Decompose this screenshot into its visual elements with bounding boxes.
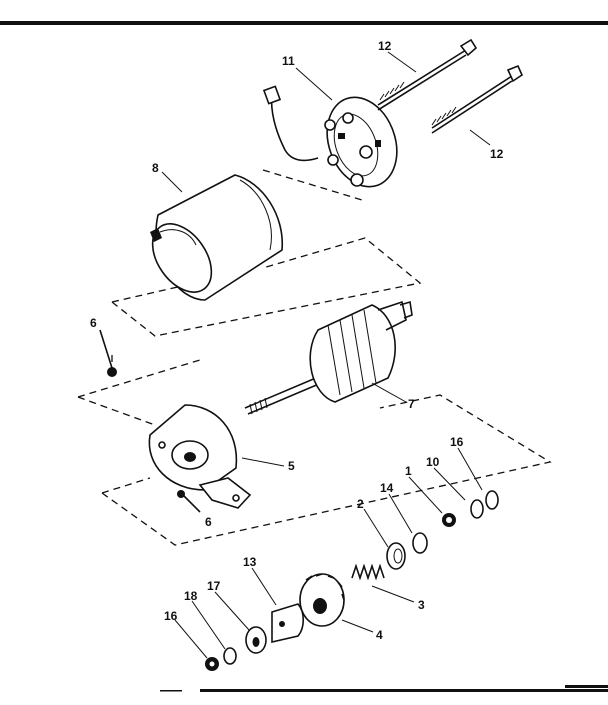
callout-16-right: 16 (450, 435, 464, 449)
screw-6-lower (177, 490, 201, 513)
callout-2: 2 (357, 497, 364, 511)
spacer-17 (245, 626, 267, 654)
callout-6-upper: 6 (90, 316, 97, 330)
callout-11: 11 (282, 54, 295, 68)
end-cap-assembly (262, 85, 398, 188)
spring-3 (351, 563, 385, 581)
callout-8: 8 (152, 161, 159, 175)
callout-5: 5 (288, 459, 295, 473)
border-rules (0, 21, 608, 692)
leader-lines (161, 51, 491, 659)
callout-4: 4 (376, 628, 383, 642)
screw-6-upper (99, 329, 117, 377)
callout-6-lower: 6 (205, 515, 212, 529)
drive-end-housing (148, 404, 252, 509)
callout-7: 7 (408, 397, 415, 411)
callout-3: 3 (418, 598, 425, 612)
callout-10: 10 (426, 455, 440, 469)
callout-12-upper: 12 (378, 39, 392, 53)
callout-18: 18 (184, 589, 198, 603)
sleeve-13 (271, 603, 305, 644)
through-bolts (377, 38, 524, 134)
callout-17: 17 (207, 579, 221, 593)
callout-16-left: 16 (164, 609, 178, 623)
washer-18 (223, 647, 237, 665)
callout-14: 14 (380, 481, 394, 495)
stop-collar-2 (386, 542, 406, 570)
callout-12-lower: 12 (490, 147, 504, 161)
washer-10 (470, 499, 484, 519)
callout-labels: 12 11 12 8 6 7 5 6 16 10 1 14 2 3 13 4 1… (90, 39, 504, 642)
pinion-gear-4 (299, 573, 345, 627)
callout-13: 13 (243, 555, 257, 569)
washer-14 (412, 532, 428, 554)
frame-housing (150, 174, 283, 301)
callout-1: 1 (405, 464, 412, 478)
washer-16-right (485, 490, 499, 510)
nut-16-left (205, 657, 219, 671)
armature (244, 300, 413, 415)
assembly-guide-lines (77, 169, 552, 546)
nut-1 (442, 513, 456, 527)
